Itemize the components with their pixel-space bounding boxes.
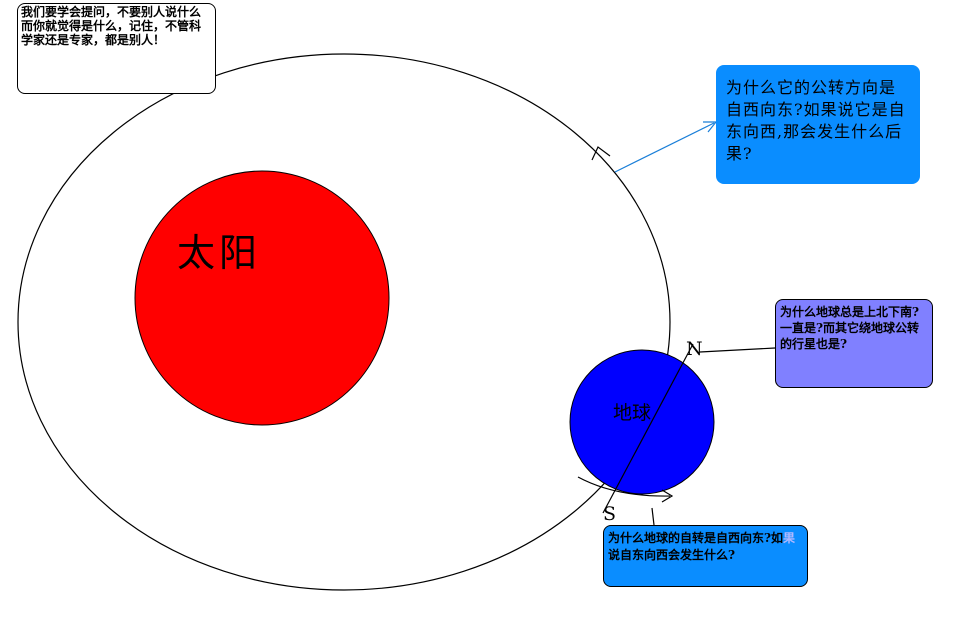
note-north-south-axis: 为什么地球总是上北下南?一直是?而其它绕地球公转的行星也是?	[775, 299, 933, 388]
south-pole-label: S	[603, 503, 617, 525]
orbit-ellipse	[17, 53, 671, 591]
orbit-direction-arrow-icon	[591, 146, 611, 161]
earth-circle	[569, 349, 715, 495]
orbit-pointer-line	[614, 122, 715, 173]
north-pole-label: N	[686, 338, 703, 360]
axis-pointer-line	[699, 347, 776, 353]
note-orbit-direction-text: 为什么它的公转方向是自西向东?如果说它是自东向西,那会发生什么后果?	[726, 78, 906, 163]
note-rotation-text-b: 果	[783, 531, 796, 545]
note-north-south-axis-text: 为什么地球总是上北下南?一直是?而其它绕地球公转的行星也是?	[780, 305, 920, 351]
sun-circle	[134, 170, 390, 426]
sun-label: 太阳	[177, 231, 262, 275]
note-orbit-direction: 为什么它的公转方向是自西向东?如果说它是自东向西,那会发生什么后果?	[716, 65, 920, 184]
note-ask-questions-text: 我们要学会提问，不要别人说什么而你就觉得是什么，记住，不管科学家还是专家，都是别…	[21, 5, 202, 47]
rotation-arrow-icon	[577, 476, 674, 503]
earth-axis	[602, 343, 694, 514]
note-rotation-direction: 为什么地球的自转是自西向东?如果说自东向西会发生什么?	[603, 525, 808, 587]
note-rotation-text-a: 为什么地球的自转是自西向东?如	[608, 531, 784, 545]
note-rotation-text-c: 说自东向西会发生什么?	[608, 548, 736, 562]
earth-label: 地球	[613, 402, 652, 424]
spin-pointer-line	[651, 507, 655, 526]
note-ask-questions: 我们要学会提问，不要别人说什么而你就觉得是什么，记住，不管科学家还是专家，都是别…	[17, 3, 216, 94]
